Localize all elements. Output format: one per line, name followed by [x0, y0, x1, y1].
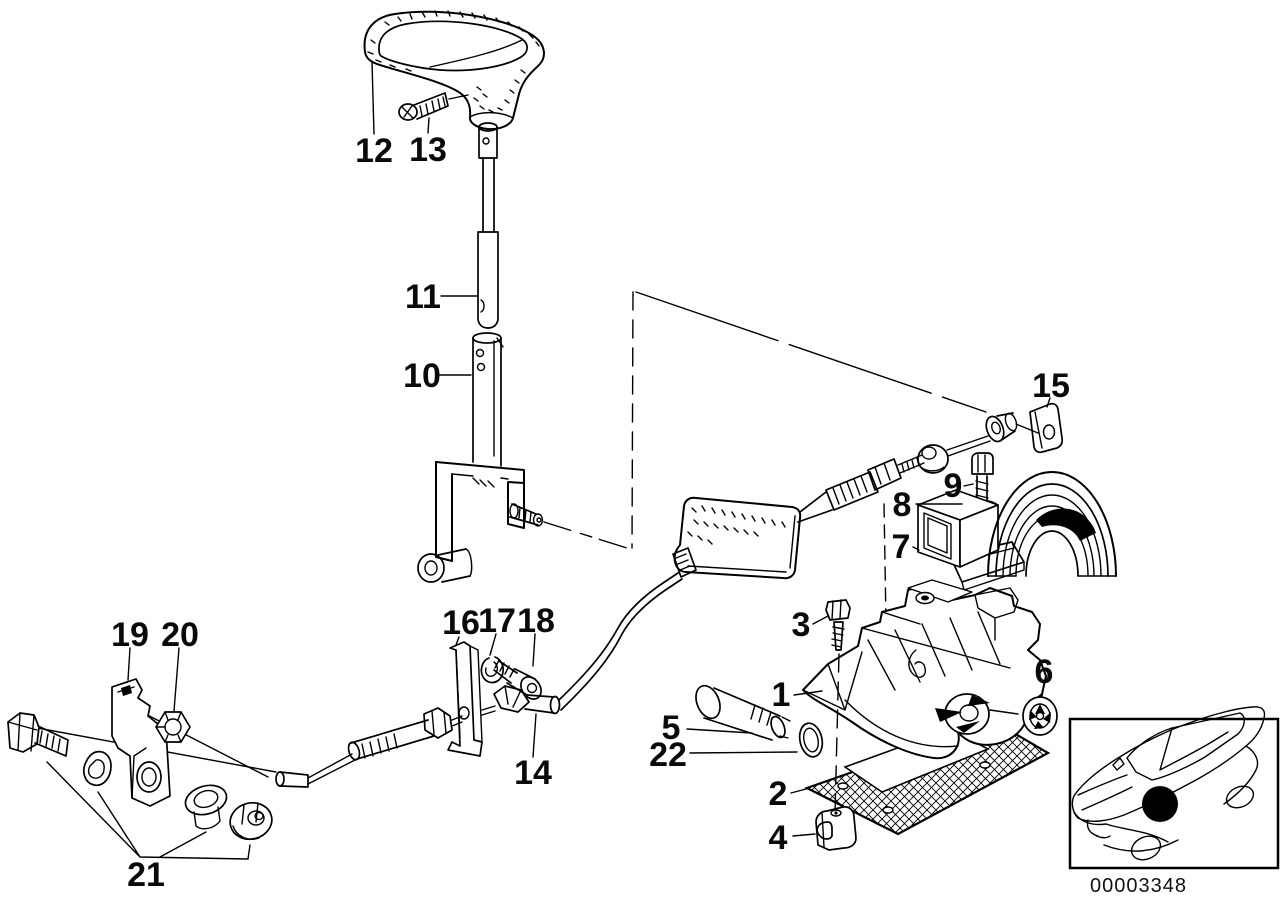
- callout-1: 1: [772, 676, 791, 714]
- callout-12: 12: [355, 132, 393, 170]
- callout-17: 17: [478, 602, 516, 640]
- leader-lines: [46, 61, 1051, 860]
- callout-4: 4: [769, 819, 788, 857]
- part-teardrop-washer: [83, 750, 112, 787]
- part-selector-bracket-19: [111, 678, 171, 807]
- selector-cable-rear-section: [797, 412, 1039, 523]
- part-retaining-clip: [1029, 402, 1064, 454]
- part-shift-knob: [363, 10, 545, 131]
- car-icon: [1071, 706, 1266, 861]
- part-clamp: [815, 806, 857, 851]
- alignment-lines: [31, 291, 987, 778]
- part-flanged-nut: [229, 801, 273, 841]
- callout-10: 10: [403, 357, 441, 395]
- image-number: 00003348: [1090, 875, 1187, 897]
- part-cable-boot: [672, 496, 802, 580]
- callout-3: 3: [792, 606, 811, 644]
- cable-mount-axis: [883, 503, 887, 623]
- callout-15: 15: [1032, 367, 1070, 405]
- part-o-ring: [798, 722, 824, 758]
- location-dot: [1142, 786, 1178, 822]
- callout-16: 16: [442, 604, 480, 642]
- callout-labels: 12 13 11 10 15 9 8 7 3 1 6 5 22 2 4 16 1…: [111, 131, 1070, 894]
- part-lower-shift-rod: [417, 332, 544, 583]
- knob-neck-stipple: [473, 69, 526, 113]
- callout-9: 9: [944, 467, 963, 505]
- part-cable-bracket: [447, 641, 483, 757]
- callout-21: 21: [127, 856, 165, 894]
- part-cable-guide-arch: [987, 471, 1117, 577]
- callout-7: 7: [892, 528, 911, 566]
- callout-18: 18: [517, 602, 555, 640]
- part-shifter-base: [802, 579, 1047, 760]
- part-bushing: [184, 784, 228, 830]
- callout-2: 2: [769, 775, 788, 813]
- callout-19: 19: [111, 616, 149, 654]
- part-pivot-pin: [695, 684, 791, 741]
- part-upper-shift-rod: [477, 122, 499, 329]
- part-cable-end-fitting: [493, 572, 683, 715]
- boot-stipple: [687, 505, 786, 545]
- selector-cable-front-section: [275, 705, 496, 788]
- callout-6: 6: [1035, 653, 1054, 691]
- part-knob-screw: [398, 92, 469, 121]
- callout-5: 5: [662, 709, 681, 747]
- car-location-inset: 00003348: [1068, 706, 1280, 897]
- knob-stipple: [367, 10, 540, 72]
- callout-13: 13: [409, 131, 447, 169]
- part-star-washer: [1022, 696, 1058, 736]
- callout-22: 22: [649, 736, 687, 774]
- part-bolt-3: [825, 599, 851, 651]
- part-bolt-21: [7, 712, 69, 757]
- callout-8: 8: [893, 486, 912, 524]
- callout-11: 11: [405, 278, 441, 316]
- callout-14: 14: [514, 754, 552, 792]
- part-nut-20: [155, 711, 191, 743]
- callout-20: 20: [161, 616, 199, 654]
